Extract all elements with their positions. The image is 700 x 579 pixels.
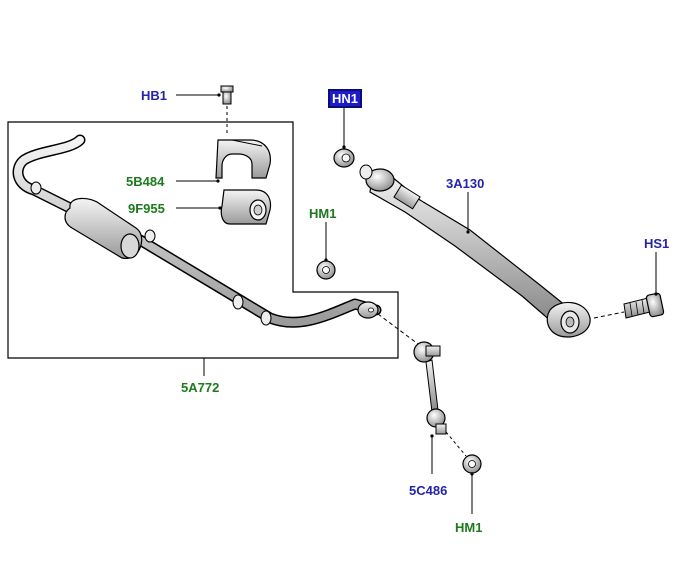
drop-link-5c486[interactable] [413, 341, 447, 435]
leader-3a130-dashed [593, 311, 625, 319]
label-hs1[interactable]: HS1 [644, 236, 670, 251]
label-9f955[interactable]: 9F955 [128, 201, 165, 216]
label-hn1-selected[interactable]: HN1 [327, 89, 363, 108]
nut-hm1-upper[interactable] [316, 260, 336, 280]
stabilizer-bar-group-outline [7, 121, 399, 359]
assembly-leader-dashed [377, 313, 419, 345]
label-3a130[interactable]: 3A130 [446, 176, 485, 191]
nut-hn1[interactable] [333, 148, 355, 168]
leader-5c486-dashed [445, 431, 467, 457]
lateral-arm-3a130[interactable] [359, 164, 591, 338]
bracket-5b484[interactable] [215, 139, 271, 179]
label-hm1-lower[interactable]: HM1 [455, 520, 483, 535]
stabilizer-bar[interactable] [12, 134, 382, 328]
label-hb1[interactable]: HB1 [141, 88, 168, 103]
bolt-hb1[interactable] [220, 85, 234, 105]
label-5c486[interactable]: 5C486 [409, 483, 448, 498]
label-hm1-upper[interactable]: HM1 [309, 206, 337, 221]
bushing-9f955[interactable] [220, 189, 272, 225]
label-5b484[interactable]: 5B484 [126, 174, 165, 189]
bolt-hs1[interactable] [623, 292, 665, 319]
nut-hm1-lower[interactable] [462, 454, 482, 474]
label-5a772[interactable]: 5A772 [181, 380, 220, 395]
